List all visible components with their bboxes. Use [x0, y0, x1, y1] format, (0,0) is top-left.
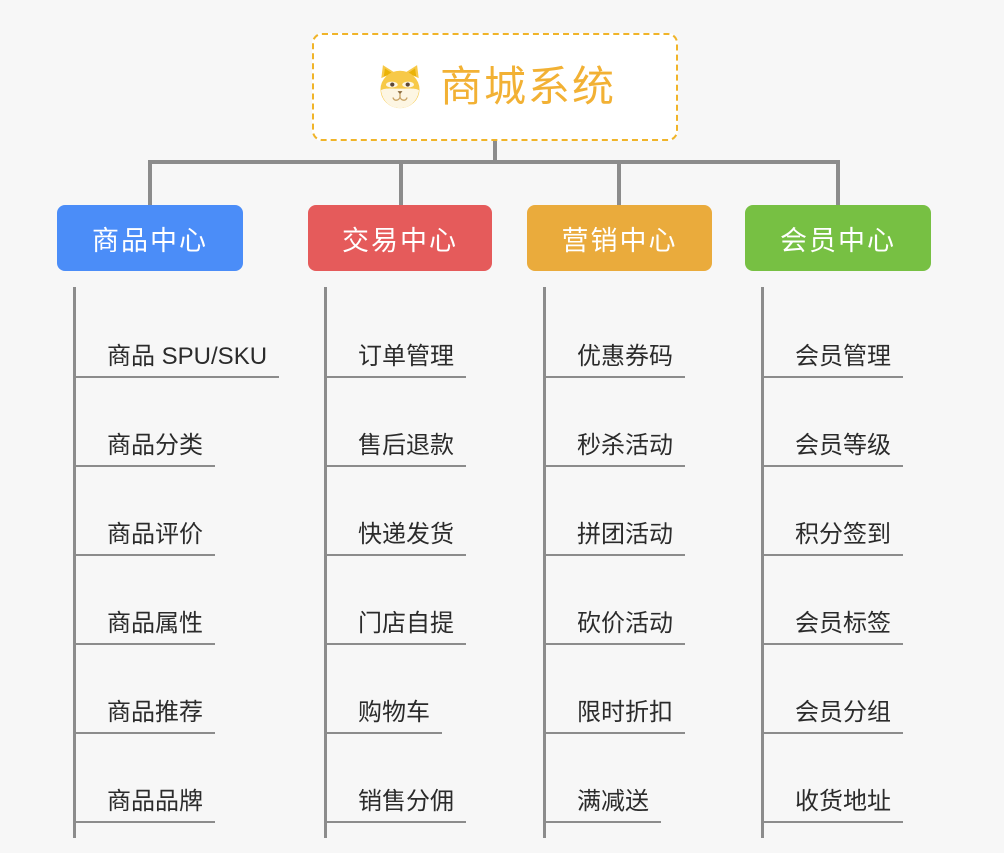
- branch-header-1[interactable]: 商品中心: [57, 205, 243, 271]
- branch-label-3: 营销中心: [561, 225, 678, 256]
- leaf-rail-1: [73, 287, 76, 838]
- leaf-label: 秒杀活动: [543, 432, 685, 468]
- leaf-label: 商品品牌: [73, 788, 215, 824]
- leaf-label: 拼团活动: [543, 521, 685, 557]
- leaf-label: 满减送: [543, 788, 661, 824]
- leaf-rail-2: [324, 287, 327, 838]
- leaf-label: 快递发货: [324, 521, 466, 557]
- leaf-rail-4: [761, 287, 764, 838]
- root-label: 商城系统: [439, 63, 616, 110]
- branch-header-4[interactable]: 会员中心: [745, 205, 931, 271]
- branch-header-3[interactable]: 营销中心: [527, 205, 712, 271]
- leaf-label: 优惠券码: [543, 343, 685, 379]
- leaf-group-2: 订单管理 售后退款 快递发货 门店自提 购物车 销售分佣: [308, 287, 492, 849]
- branch-column-3: 营销中心 优惠券码 秒杀活动 拼团活动 砍价活动 限时折扣 满减送: [527, 205, 712, 849]
- connector-horizontal-spine: [148, 160, 840, 164]
- leaf-label: 收货地址: [761, 788, 903, 824]
- leaf-group-4: 会员管理 会员等级 积分签到 会员标签 会员分组 收货地址: [745, 287, 931, 849]
- leaf-rail-3: [543, 287, 546, 838]
- shiba-dog-face-icon: [380, 65, 420, 109]
- leaf-label: 积分签到: [761, 521, 903, 557]
- leaf-label: 商品 SPU/SKU: [73, 343, 280, 379]
- leaf-label: 商品评价: [73, 521, 215, 557]
- leaf-group-3: 优惠券码 秒杀活动 拼团活动 砍价活动 限时折扣 满减送: [527, 287, 712, 849]
- leaf-label: 商品推荐: [73, 699, 215, 735]
- leaf-label: 销售分佣: [324, 788, 466, 824]
- branch-column-2: 交易中心 订单管理 售后退款 快递发货 门店自提 购物车 销售分佣: [308, 205, 492, 849]
- leaf-label: 会员等级: [761, 432, 903, 468]
- leaf-label: 会员管理: [761, 343, 903, 379]
- leaf-label: 会员分组: [761, 699, 903, 735]
- branch-column-4: 会员中心 会员管理 会员等级 积分签到 会员标签 会员分组 收货地址: [745, 205, 931, 849]
- leaf-label: 购物车: [324, 699, 442, 735]
- connector-drop-1: [148, 160, 152, 205]
- root-node[interactable]: 商城系统: [312, 33, 678, 141]
- connector-root-stem: [493, 141, 497, 164]
- leaf-label: 售后退款: [324, 432, 466, 468]
- branch-label-1: 商品中心: [92, 225, 208, 256]
- connector-drop-4: [836, 160, 840, 205]
- leaf-group-1: 商品 SPU/SKU 商品分类 商品评价 商品属性 商品推荐 商品品牌: [57, 287, 280, 849]
- branch-label-2: 交易中心: [342, 225, 458, 256]
- leaf-label: 门店自提: [324, 610, 466, 646]
- leaf-label: 商品分类: [73, 432, 215, 468]
- branch-label-4: 会员中心: [780, 225, 896, 256]
- connector-drop-2: [399, 160, 403, 205]
- leaf-label: 订单管理: [324, 343, 466, 379]
- branch-column-1: 商品中心 商品 SPU/SKU 商品分类 商品评价 商品属性 商品推荐 商品品牌: [57, 205, 280, 849]
- leaf-label: 商品属性: [73, 610, 215, 646]
- leaf-label: 会员标签: [761, 610, 903, 646]
- connector-drop-3: [617, 160, 621, 205]
- leaf-label: 砍价活动: [543, 610, 685, 646]
- branch-header-2[interactable]: 交易中心: [308, 205, 492, 271]
- leaf-label: 限时折扣: [543, 699, 685, 735]
